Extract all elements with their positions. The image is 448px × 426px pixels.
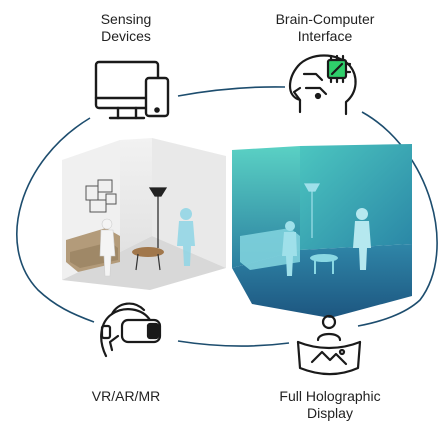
picture-frames [85,179,117,213]
label-sensing-devices: Sensing Devices [64,11,188,45]
connector-left-arc [16,117,95,323]
label-sensing-line2: Devices [101,28,151,44]
physical-room-scene [62,138,226,290]
label-brain-computer-interface: Brain-Computer Interface [250,11,400,45]
label-bci-line2: Interface [297,28,353,44]
room-back-wall [120,138,152,252]
label-holo-line1: Full Holographic [279,388,381,404]
floor-lamp [148,187,168,248]
virtual-lamp [303,183,321,238]
room-floor [62,236,226,290]
hologram-person [177,208,195,266]
holographic-display-icon [296,314,362,376]
person-figure [99,218,116,277]
head-with-chip-icon [288,54,357,116]
label-sensing-line1: Sensing [100,11,152,27]
label-bci-line1: Brain-Computer [275,11,375,27]
virtual-table [310,254,338,274]
virtual-room-scene [232,144,412,318]
desktop-and-phone-icon [94,60,170,120]
virtual-person-right [353,208,371,270]
vr-headset-icon [100,302,162,358]
label-holo-line2: Display [307,405,353,421]
connector-bottom [177,340,290,347]
room-right-wall [152,138,226,268]
connector-top [177,86,286,97]
virtual-person-left [282,221,297,276]
label-full-holographic-display: Full Holographic Display [250,388,410,422]
coffee-table [132,247,164,271]
label-vr-ar-mr: VR/AR/MR [64,388,188,405]
vroom-back-wall [300,144,412,250]
label-vr-line1: VR/AR/MR [91,388,161,404]
